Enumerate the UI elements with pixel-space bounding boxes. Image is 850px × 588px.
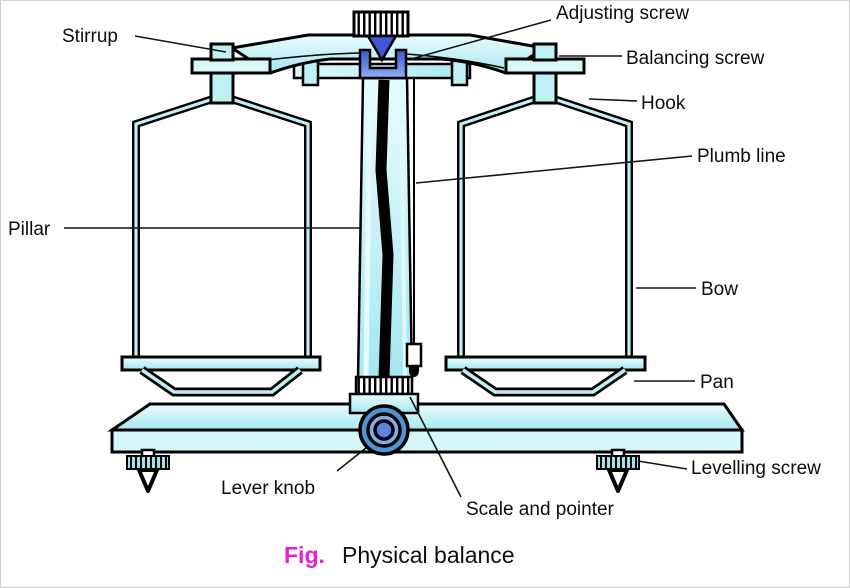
pan-left (120, 355, 322, 397)
levelling-screw-right-tip (607, 468, 629, 493)
stirrup-left (190, 42, 272, 105)
stirrup-leader-line (134, 35, 227, 53)
label-pan: Pan (700, 372, 734, 393)
plumb-line (405, 78, 423, 377)
hook-right (532, 68, 558, 105)
pillar (356, 76, 414, 382)
plumb-line-leader-line (415, 155, 693, 184)
plumb-bob (405, 342, 423, 368)
leader-lines (64, 19, 696, 498)
adjusting-screw-leader-line (410, 19, 552, 60)
levelling-screw-right-knurl (596, 455, 640, 470)
label-plumb-line: Plumb line (697, 146, 786, 167)
label-hook: Hook (641, 93, 686, 114)
pointer (375, 79, 394, 379)
figure-caption-title: Physical balance (342, 542, 515, 568)
scale-block (348, 375, 420, 415)
pan-right-plate (444, 355, 647, 372)
pan-right (444, 355, 647, 397)
levelling-screw-leader-line (637, 460, 688, 470)
figure-caption: Fig. Physical balance (284, 542, 515, 568)
label-stirrup: Stirrup (62, 26, 118, 47)
base-front-face (110, 428, 744, 454)
levelling-screw-left (126, 448, 170, 493)
label-scale-and-pointer: Scale and pointer (466, 499, 615, 520)
agate-bracket (358, 48, 408, 80)
figure-caption-fig: Fig. (284, 542, 325, 568)
plumb-bob-tip (409, 366, 419, 377)
levelling-screw-right (596, 448, 640, 493)
label-balancing-screw: Balancing screw (626, 48, 765, 69)
knife-edge (365, 34, 399, 63)
base-board (107, 402, 745, 454)
lever-knob (358, 404, 410, 456)
levelling-screw-left-knurl (126, 455, 170, 470)
label-adjusting-screw: Adjusting screw (556, 3, 689, 24)
hook-leader-line (588, 98, 638, 102)
levelling-screw-left-tip (137, 468, 159, 493)
label-levelling-screw: Levelling screw (691, 458, 821, 479)
stirrup-right (504, 42, 586, 105)
base-top-face (107, 402, 745, 432)
label-pillar: Pillar (8, 219, 51, 240)
balancing-screw-part (532, 42, 558, 62)
part-labels: Stirrup Adjusting screw Balancing screw … (8, 3, 821, 520)
adjusting-screw-knob (352, 10, 410, 38)
bow-left (132, 92, 312, 360)
scale-teeth (354, 375, 414, 396)
pan-left-plate (120, 355, 322, 372)
bow-right (457, 92, 633, 360)
scale-and-pointer-leader-line (409, 396, 462, 498)
label-lever-knob: Lever knob (221, 478, 315, 499)
label-bow: Bow (701, 279, 738, 300)
hook-left (209, 68, 235, 105)
lever-knob-leader-line (336, 447, 367, 472)
